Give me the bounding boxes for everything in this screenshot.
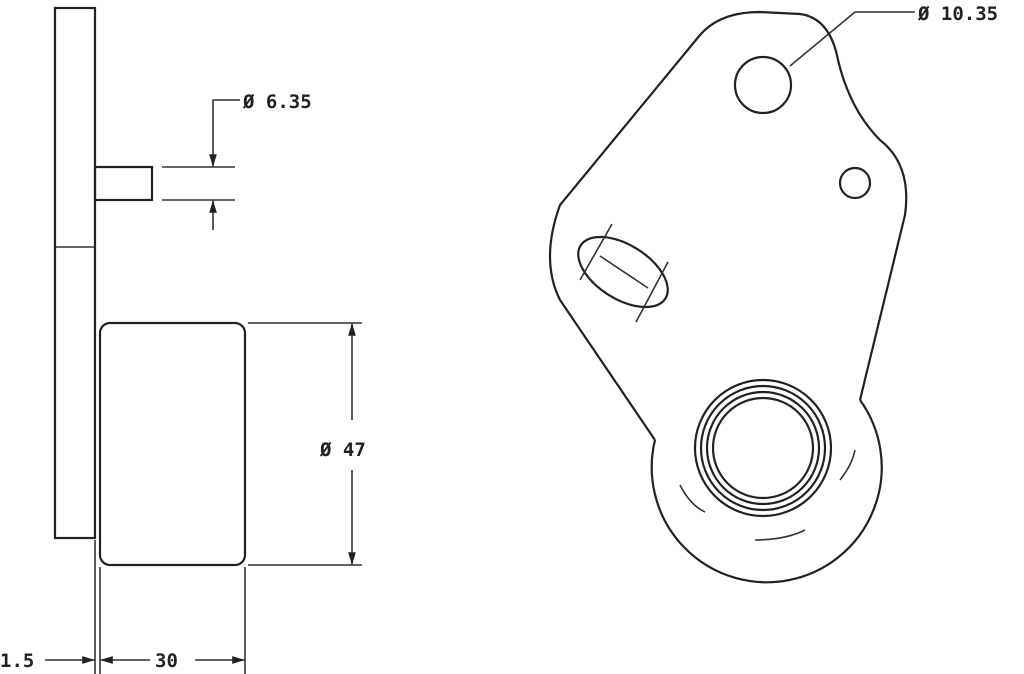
roller-diameter-dimension: Ø 47 <box>248 322 366 566</box>
pin-diameter-dimension: Ø 6.35 <box>162 91 312 230</box>
roller-outline <box>650 399 883 584</box>
slot <box>577 223 669 323</box>
side-view: Ø 6.35 Ø 47 1.5 30 <box>0 6 366 674</box>
hole-diameter-label: Ø 10.35 <box>917 3 998 25</box>
width-dimensions: 1.5 30 <box>0 540 246 674</box>
plate-side <box>53 6 97 540</box>
roller-side <box>98 321 247 567</box>
front-view: Ø 10.35 <box>548 3 998 584</box>
bearing-rings <box>693 378 833 518</box>
bracket-outline <box>548 10 908 441</box>
mounting-hole <box>733 55 793 115</box>
plate-thickness-label: 1.5 <box>0 650 34 672</box>
roller-diameter-label: Ø 47 <box>319 439 366 461</box>
hidden-arcs <box>679 449 856 541</box>
roller-width-label: 30 <box>155 650 178 672</box>
pin-side <box>93 165 154 202</box>
pin-diameter-label: Ø 6.35 <box>242 91 312 113</box>
small-hole <box>838 166 872 200</box>
hole-diameter-dimension: Ø 10.35 <box>789 3 998 67</box>
